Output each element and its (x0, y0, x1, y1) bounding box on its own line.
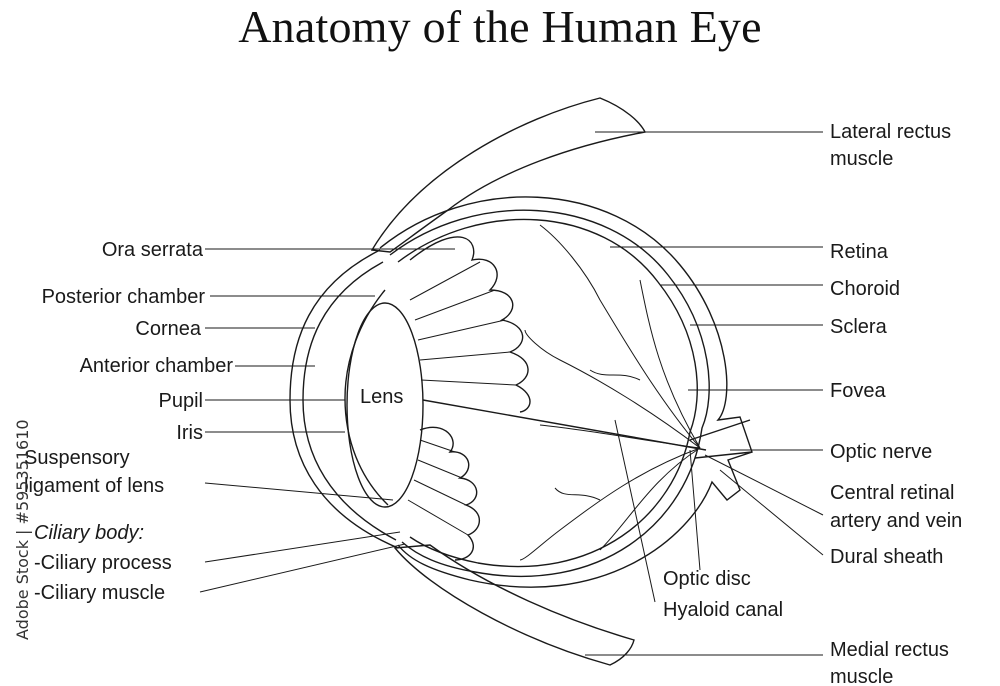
label-lateral-rectus-line2: muscle (830, 148, 893, 170)
label-pupil: Pupil (159, 390, 203, 412)
iris (344, 289, 389, 506)
label-medial-rectus-line2: muscle (830, 666, 893, 686)
medial-rectus-muscle (393, 544, 635, 666)
lens-body (346, 302, 424, 508)
sclera-outline (379, 196, 753, 588)
label-optic-nerve: Optic nerve (830, 441, 932, 463)
ciliary-body-folds (409, 236, 531, 561)
label-suspensory-line1: Suspensory (24, 447, 130, 469)
label-ciliary-muscle: -Ciliary muscle (34, 582, 165, 604)
retinal-vessels (519, 224, 701, 561)
ciliary-radial-lines (407, 261, 517, 536)
label-lateral-rectus-line1: Lateral rectus (830, 121, 951, 143)
label-hyaloid-canal: Hyaloid canal (663, 599, 783, 621)
lateral-rectus-muscle (370, 97, 647, 253)
label-optic-disc: Optic disc (663, 568, 751, 590)
label-iris: Iris (176, 422, 203, 444)
label-ciliary-process: -Ciliary process (34, 552, 172, 574)
label-anterior-chamber: Anterior chamber (80, 355, 234, 377)
label-central-retinal-line1: Central retinal (830, 482, 955, 504)
label-medial-rectus-line1: Medial rectus (830, 639, 949, 661)
label-lens: Lens (360, 386, 403, 408)
retina-outline (397, 218, 698, 568)
label-choroid: Choroid (830, 278, 900, 300)
choroid-outline (389, 209, 710, 577)
label-retina: Retina (830, 241, 889, 263)
label-posterior-chamber: Posterior chamber (42, 286, 206, 308)
optic-nerve (689, 419, 753, 459)
leader-lines (199, 131, 824, 656)
label-sclera: Sclera (830, 316, 888, 338)
label-ora-serrata: Ora serrata (102, 239, 204, 261)
label-fovea: Fovea (830, 380, 886, 402)
label-cornea: Cornea (135, 318, 201, 340)
label-central-retinal-line2: artery and vein (830, 510, 962, 532)
label-ciliary-body: Ciliary body: (34, 522, 144, 544)
label-dural-sheath: Dural sheath (830, 546, 943, 568)
diagram-title: Anatomy of the Human Eye (238, 1, 762, 52)
watermark-text: Adobe Stock | #595351610 (13, 419, 32, 640)
label-suspensory-line2: ligament of lens (24, 475, 164, 497)
